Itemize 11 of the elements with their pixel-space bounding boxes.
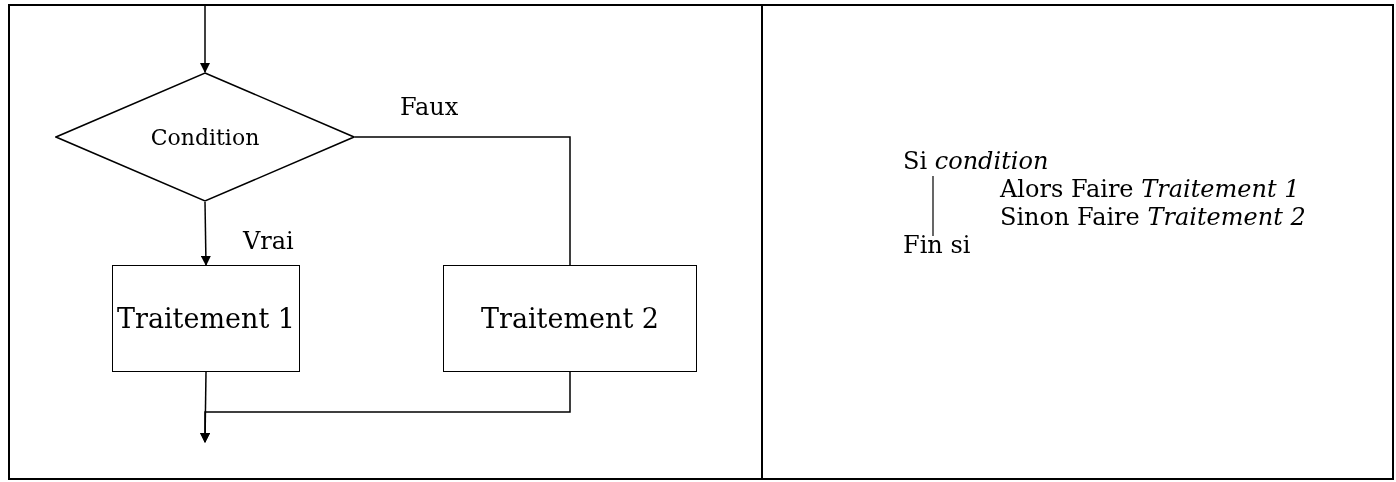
pseudo-code-line: Si condition bbox=[903, 148, 1049, 175]
process-box: Traitement 1 bbox=[112, 265, 300, 372]
process-box: Traitement 2 bbox=[443, 265, 697, 372]
arrow bbox=[200, 5, 210, 73]
pseudo-code-line: Sinon Faire Traitement 2 bbox=[1000, 204, 1306, 231]
pseudo-code-line: Fin si bbox=[903, 232, 971, 259]
arrow bbox=[200, 371, 571, 443]
pseudo-code-line: Alors Faire Traitement 1 bbox=[1000, 176, 1300, 203]
arrow bbox=[200, 201, 211, 266]
connector-line bbox=[354, 136, 571, 266]
decision-diamond: Condition bbox=[55, 72, 355, 202]
